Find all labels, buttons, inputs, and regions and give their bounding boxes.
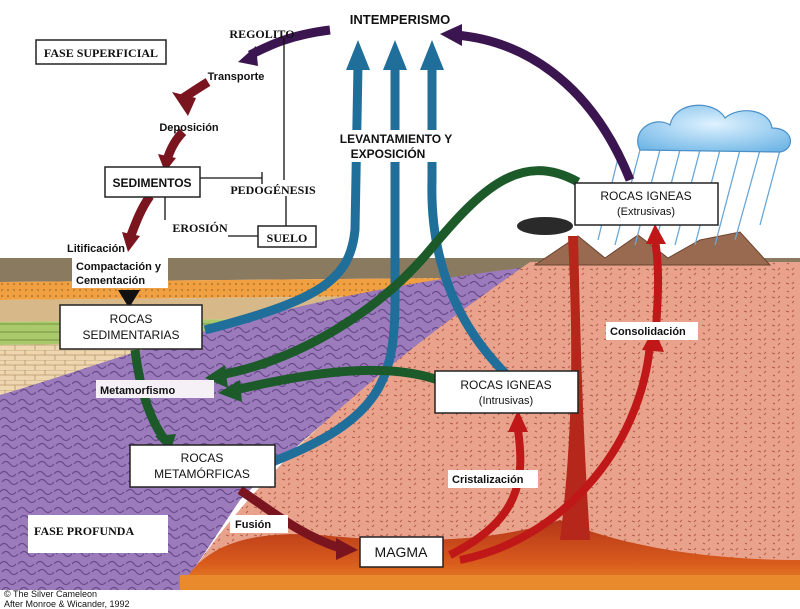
levantamiento-label-2: EXPOSICIÓN <box>351 146 426 161</box>
litificacion-label: Litificación <box>67 243 125 255</box>
regolito-label: REGOLITO <box>229 27 294 41</box>
igneous-zone <box>180 262 800 590</box>
compactacion-label-2: Cementación <box>76 275 145 287</box>
erosion-label: EROSIÓN <box>172 221 228 235</box>
rocas-metamorficas-label-2: METAMÓRFICAS <box>154 466 250 481</box>
transporte-label: Transporte <box>208 71 265 83</box>
rocas-igneas-intrusivas-label-2: (Intrusivas) <box>479 395 533 407</box>
rocas-igneas-intrusivas-label-1: ROCAS IGNEAS <box>460 378 551 392</box>
fase-superficial-label: FASE SUPERFICIAL <box>44 46 158 60</box>
uplift-arrows <box>203 64 514 467</box>
rocas-sedimentarias-label-1: ROCAS <box>110 312 153 326</box>
suelo-label: SUELO <box>267 231 308 245</box>
metamorphism-arrows <box>130 166 581 443</box>
sedimentos-label: SEDIMENTOS <box>112 176 191 190</box>
cristalizacion-label: Cristalización <box>452 474 524 486</box>
compactacion-label-1: Compactación y <box>76 261 162 273</box>
credit-line-1: © The Silver Cameleon <box>4 589 97 599</box>
magma-base <box>180 575 800 589</box>
rain-cloud-icon <box>597 104 791 246</box>
fusion-label: Fusión <box>235 519 271 531</box>
rocas-igneas-extrusivas-label-1: ROCAS IGNEAS <box>600 189 691 203</box>
sediment-cycle-arrowheads <box>122 92 196 252</box>
litification-arrowhead <box>118 290 140 308</box>
pedogenesis-label: PEDOGÉNESIS <box>230 183 316 197</box>
volcanic-smoke <box>517 217 573 235</box>
deposicion-label: Deposición <box>159 122 219 134</box>
connector-lines <box>164 38 287 237</box>
fase-profunda-label: FASE PROFUNDA <box>34 524 134 538</box>
credit-line-2: After Monroe & Wicander, 1992 <box>4 599 130 609</box>
rocas-igneas-extrusivas-label-2: (Extrusivas) <box>617 206 675 218</box>
label-backgrounds <box>72 130 698 533</box>
consolidacion-label: Consolidación <box>610 326 686 338</box>
intemperismo-label: INTEMPERISMO <box>350 12 450 27</box>
label-boxes <box>28 39 719 568</box>
metamorfismo-label: Metamorfismo <box>100 385 175 397</box>
rocas-metamorficas-label-1: ROCAS <box>181 451 224 465</box>
magma-label: MAGMA <box>375 544 429 560</box>
uplift-arrowheads <box>346 40 444 70</box>
weathering-arrowheads <box>238 24 462 66</box>
rocas-sedimentarias-label-2: SEDIMENTARIAS <box>82 328 179 342</box>
levantamiento-label-1: LEVANTAMIENTO Y <box>340 132 452 146</box>
